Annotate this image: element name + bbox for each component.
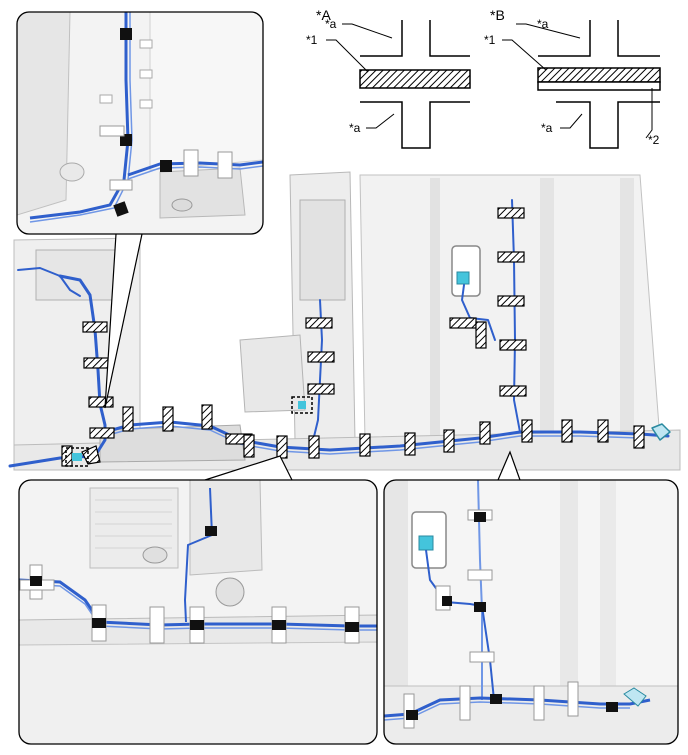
tape-marker: [443, 429, 455, 453]
detail-panel-bottom-left: [18, 479, 378, 745]
tape-marker: [633, 425, 645, 449]
legend-a-title: *A: [316, 7, 331, 23]
connector-bracket: [451, 245, 481, 297]
tape-marker: [479, 421, 491, 445]
legend-a-callout-1: *1: [306, 33, 318, 47]
tape-marker: [497, 207, 525, 219]
tape-marker: [81, 445, 101, 465]
dashed-connector-boxes: [65, 396, 313, 467]
tape-marker: [307, 351, 335, 363]
tape-marker: [597, 419, 609, 443]
legend-b-callout-a-top: *a: [537, 17, 549, 31]
tape-marker: [499, 385, 527, 397]
tape-marker: [475, 321, 487, 349]
tape-marker: [83, 357, 109, 369]
legend-b: *B *a *1 *a *2: [484, 7, 661, 149]
tape-marker: [497, 295, 525, 307]
tape-marker: [308, 435, 320, 459]
tape-marker: [499, 339, 527, 351]
tape-marker: [404, 432, 416, 456]
tape-marker: [61, 445, 73, 467]
tape-marker: [561, 419, 573, 443]
tape-marker: [449, 317, 477, 329]
tape-marker: [521, 419, 533, 443]
tape-marker: [82, 321, 108, 333]
legend-b-title: *B: [490, 7, 505, 23]
legend-a-callout-a-top: *a: [325, 17, 337, 31]
legend-b-callout-1: *1: [484, 33, 496, 47]
tape-marker: [497, 251, 525, 263]
tape-marker: [243, 434, 255, 458]
legend-a: *A *a *1 *a: [306, 7, 471, 149]
detail-panel-bottom-right: [383, 479, 679, 745]
vehicle-body-panels: [13, 171, 681, 471]
tape-markers: [61, 207, 645, 467]
tape-marker: [276, 435, 288, 459]
tape-marker: [122, 406, 134, 432]
legend-a-callout-a-bottom: *a: [349, 121, 361, 135]
tape-marker: [88, 396, 114, 408]
tape-marker: [162, 406, 174, 432]
tape-marker: [307, 383, 335, 395]
tape-marker: [359, 433, 371, 457]
callout-pointers: [104, 233, 521, 481]
tape-marker: [201, 404, 213, 430]
legend-b-callout-2: *2: [648, 133, 660, 147]
detail-panel-top-left: [16, 11, 264, 235]
tape-marker: [305, 317, 333, 329]
tape-marker: [89, 427, 115, 439]
legend-b-callout-a-bottom: *a: [541, 121, 553, 135]
